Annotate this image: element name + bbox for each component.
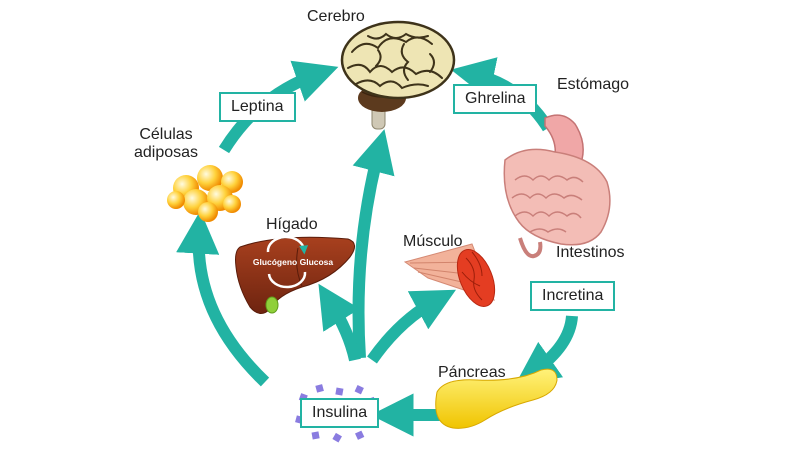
arrow-insulin-to-liver bbox=[318, 283, 361, 362]
pancreas-icon bbox=[435, 368, 558, 429]
insulin-box: Insulina bbox=[300, 398, 380, 428]
muscle-icon bbox=[403, 243, 496, 307]
leptin-box: Leptina bbox=[219, 92, 296, 122]
liver-label: Hígado bbox=[266, 216, 318, 233]
muscle-label: Músculo bbox=[403, 233, 463, 250]
arrow-insulin-to-muscle bbox=[367, 289, 456, 364]
stomach-label: Estómago bbox=[557, 76, 630, 93]
incretin-box: Incretina bbox=[530, 281, 616, 311]
fat-cells-label-line1: Células bbox=[139, 126, 193, 143]
cycle-arrows bbox=[176, 57, 578, 437]
intestines-label: Intestinos bbox=[556, 244, 625, 261]
fat-cells-label-line2: adiposas bbox=[133, 144, 199, 162]
arrow-intestine-to-pancreas bbox=[515, 315, 578, 385]
arrow-insulin-to-fat bbox=[176, 210, 270, 387]
liver-cycle-text: Glucógeno Glucosa bbox=[253, 257, 334, 267]
liver-icon bbox=[235, 235, 355, 314]
fat-cells-icon bbox=[167, 165, 243, 222]
arrow-insulin-to-brain bbox=[352, 129, 395, 359]
ghrelin-box: Ghrelina bbox=[453, 84, 538, 114]
intestines-icon bbox=[503, 148, 611, 259]
brain-label: Cerebro bbox=[307, 8, 365, 25]
liver-cycle-arrows bbox=[266, 235, 309, 255]
pancreas-label: Páncreas bbox=[438, 364, 506, 381]
brain-icon bbox=[340, 20, 456, 130]
fat-cells-label: Células adiposas bbox=[120, 126, 212, 163]
